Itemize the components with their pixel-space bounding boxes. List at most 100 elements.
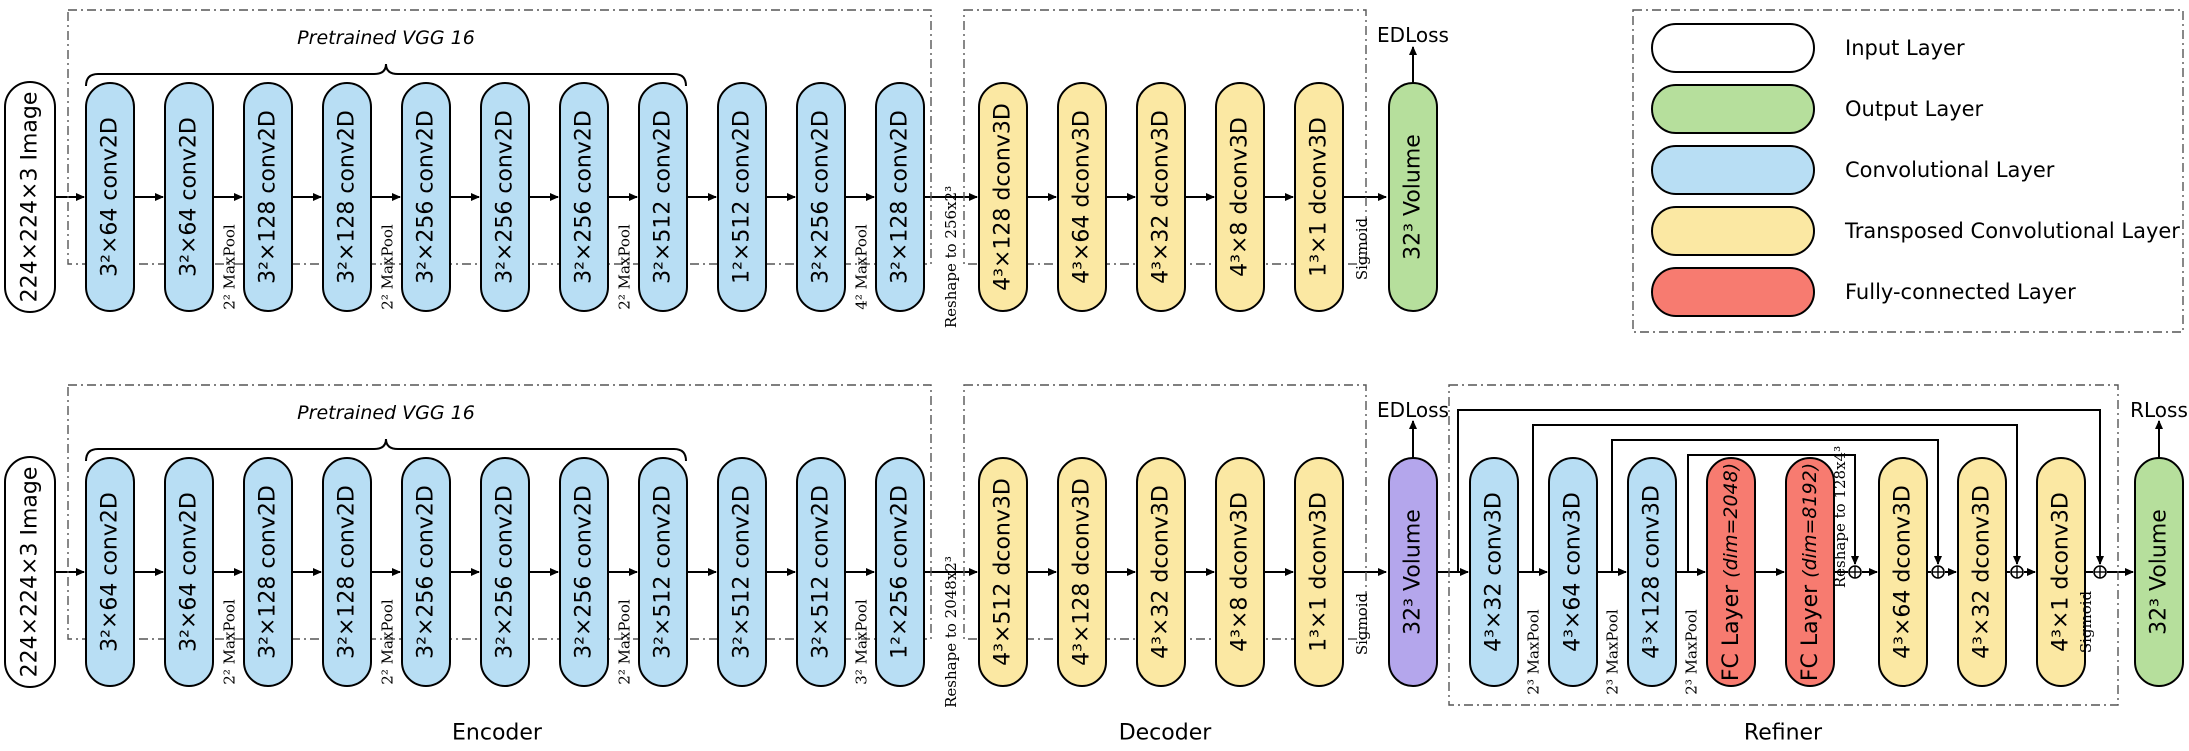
encoder-layer-3	[243, 82, 293, 312]
decoder-layer-4-label: 4³×8 dconv3D	[1228, 492, 1253, 652]
refiner-conv-1-label: 4³×32 conv3D	[1482, 492, 1507, 652]
legend-swatch-conv	[1651, 145, 1815, 195]
encoder-layer-6	[480, 457, 530, 687]
encoder-layer-9	[717, 457, 767, 687]
encoder-layer-11-label: 3²×128 conv2D	[888, 110, 913, 284]
annotations: Pretrained VGG 16 2² MaxPool 2² MaxPool 2² …	[221, 23, 2188, 746]
legend-label: Convolutional Layer	[1845, 158, 2055, 182]
decoder-layer-3	[1136, 457, 1186, 687]
encoder-layer-4	[322, 82, 372, 312]
decoder-layer-3-label: 4³×32 dconv3D	[1149, 485, 1174, 659]
sigmoid-label: Sigmoid	[1353, 592, 1371, 655]
input-image	[4, 456, 56, 688]
legend-swatch-input	[1651, 23, 1815, 73]
vgg-label: Pretrained VGG 16	[297, 27, 475, 49]
encoder-layer-3-label: 3²×128 conv2D	[256, 110, 281, 284]
legend-swatch-fc	[1651, 267, 1815, 317]
decoder-layer-4	[1215, 457, 1265, 687]
encoder-layer-10-label: 3²×512 conv2D	[809, 485, 834, 659]
refined-output-volume	[2134, 457, 2184, 687]
connection-lines	[56, 46, 2163, 576]
refined-output-volume-label: 32³ Volume	[2147, 509, 2172, 635]
encoder-layer-7	[559, 82, 609, 312]
encoder-layer-10	[796, 457, 846, 687]
skip-connection	[1457, 409, 2104, 572]
decoder-layer-5	[1294, 457, 1344, 687]
legend-box	[1632, 9, 2184, 333]
refiner-conv-3	[1627, 457, 1677, 687]
refiner-dconv-1-label: 4³×64 dconv3D	[1891, 485, 1916, 659]
section-refiner: Refiner	[1744, 721, 1823, 746]
edloss-label: EDLoss	[1377, 23, 1449, 47]
fc-layer-2	[1785, 457, 1835, 687]
sigmoid-label: Sigmoid	[2077, 590, 2095, 653]
decoder-layer-5-label: 1³×1 dconv3D	[1307, 117, 1332, 277]
skip-connection	[1532, 424, 2021, 572]
section-boxes	[67, 9, 2184, 706]
refiner-dconv-3	[2036, 457, 2086, 687]
encoder-layer-9-label: 3²×512 conv2D	[730, 485, 755, 659]
legend-label: Fully-connected Layer	[1845, 280, 2076, 304]
maxpool-label: 3² MaxPool	[853, 599, 871, 685]
encoder-layer-6	[480, 82, 530, 312]
decoder-layer-2	[1057, 457, 1107, 687]
maxpool-label: 2² MaxPool	[616, 599, 634, 685]
fc-layer-1	[1706, 457, 1756, 687]
encoder-layer-11	[875, 457, 925, 687]
encoder-box	[67, 9, 932, 265]
encoder-layer-8	[638, 457, 688, 687]
decoder-layer-5	[1294, 82, 1344, 312]
input-image-label: 224×224×3 Image	[18, 467, 43, 678]
refiner-conv-2-label: 4³×64 conv3D	[1561, 492, 1586, 652]
legend-swatch-output	[1651, 84, 1815, 134]
decoder-layer-1-label: 4³×512 dconv3D	[991, 478, 1016, 666]
maxpool-label: 2³ MaxPool	[1683, 609, 1701, 695]
section-encoder: Encoder	[452, 721, 543, 746]
encoder-box	[67, 384, 932, 640]
encoder-layer-4	[322, 457, 372, 687]
reshape-label: Reshape to 256x2³	[942, 186, 960, 328]
input-image	[4, 81, 56, 313]
decoder-layer-2-label: 4³×128 dconv3D	[1070, 478, 1095, 666]
encoder-layer-1	[85, 457, 135, 687]
maxpool-label: 2² MaxPool	[379, 599, 397, 685]
encoder-layer-11	[875, 82, 925, 312]
refiner-conv-2	[1548, 457, 1598, 687]
encoder-layer-9-label: 1²×512 conv2D	[730, 110, 755, 284]
skip-connection	[1611, 439, 1942, 572]
decoder-layer-3	[1136, 82, 1186, 312]
refiner-conv-1	[1469, 457, 1519, 687]
encoder-layer-1	[85, 82, 135, 312]
legend-label: Input Layer	[1845, 36, 1965, 60]
encoder-layer-5	[401, 82, 451, 312]
encoder-layer-5-label: 3²×256 conv2D	[414, 110, 439, 284]
encoder-layer-2-label: 3²×64 conv2D	[177, 492, 202, 652]
output-volume-label: 32³ Volume	[1401, 134, 1426, 260]
encoder-layer-2-label: 3²×64 conv2D	[177, 117, 202, 277]
refiner-conv-3-label: 4³×128 conv3D	[1640, 485, 1665, 659]
encoder-layer-9	[717, 82, 767, 312]
encoder-layer-3	[243, 457, 293, 687]
legend-label: Output Layer	[1845, 97, 1984, 121]
decoder-layer-1-label: 4³×128 dconv3D	[991, 103, 1016, 291]
encoder-layer-1-label: 3²×64 conv2D	[98, 492, 123, 652]
decoder-layer-4-label: 4³×8 dconv3D	[1228, 117, 1253, 277]
sigmoid-label: Sigmoid	[1353, 217, 1371, 280]
decoder-layer-1	[978, 457, 1028, 687]
maxpool-label: 2² MaxPool	[221, 599, 239, 685]
vgg-brace	[85, 63, 687, 87]
edloss-label: EDLoss	[1377, 398, 1449, 422]
encoder-layer-7-label: 3²×256 conv2D	[572, 485, 597, 659]
skip-connection	[1687, 454, 1859, 572]
encoder-layer-4-label: 3²×128 conv2D	[335, 110, 360, 284]
coarse-volume-label: 32³ Volume	[1401, 509, 1426, 635]
coarse-volume	[1388, 457, 1438, 687]
encoder-layer-6-label: 3²×256 conv2D	[493, 110, 518, 284]
maxpool-label: 2² MaxPool	[221, 224, 239, 310]
refiner-dconv-3-label: 4³×1 dconv3D	[2049, 492, 2074, 652]
encoder-layer-10-label: 3²×256 conv2D	[809, 110, 834, 284]
decoder-layer-3-label: 4³×32 dconv3D	[1149, 110, 1174, 284]
refiner-dconv-2	[1957, 457, 2007, 687]
encoder-layer-1-label: 3²×64 conv2D	[98, 117, 123, 277]
